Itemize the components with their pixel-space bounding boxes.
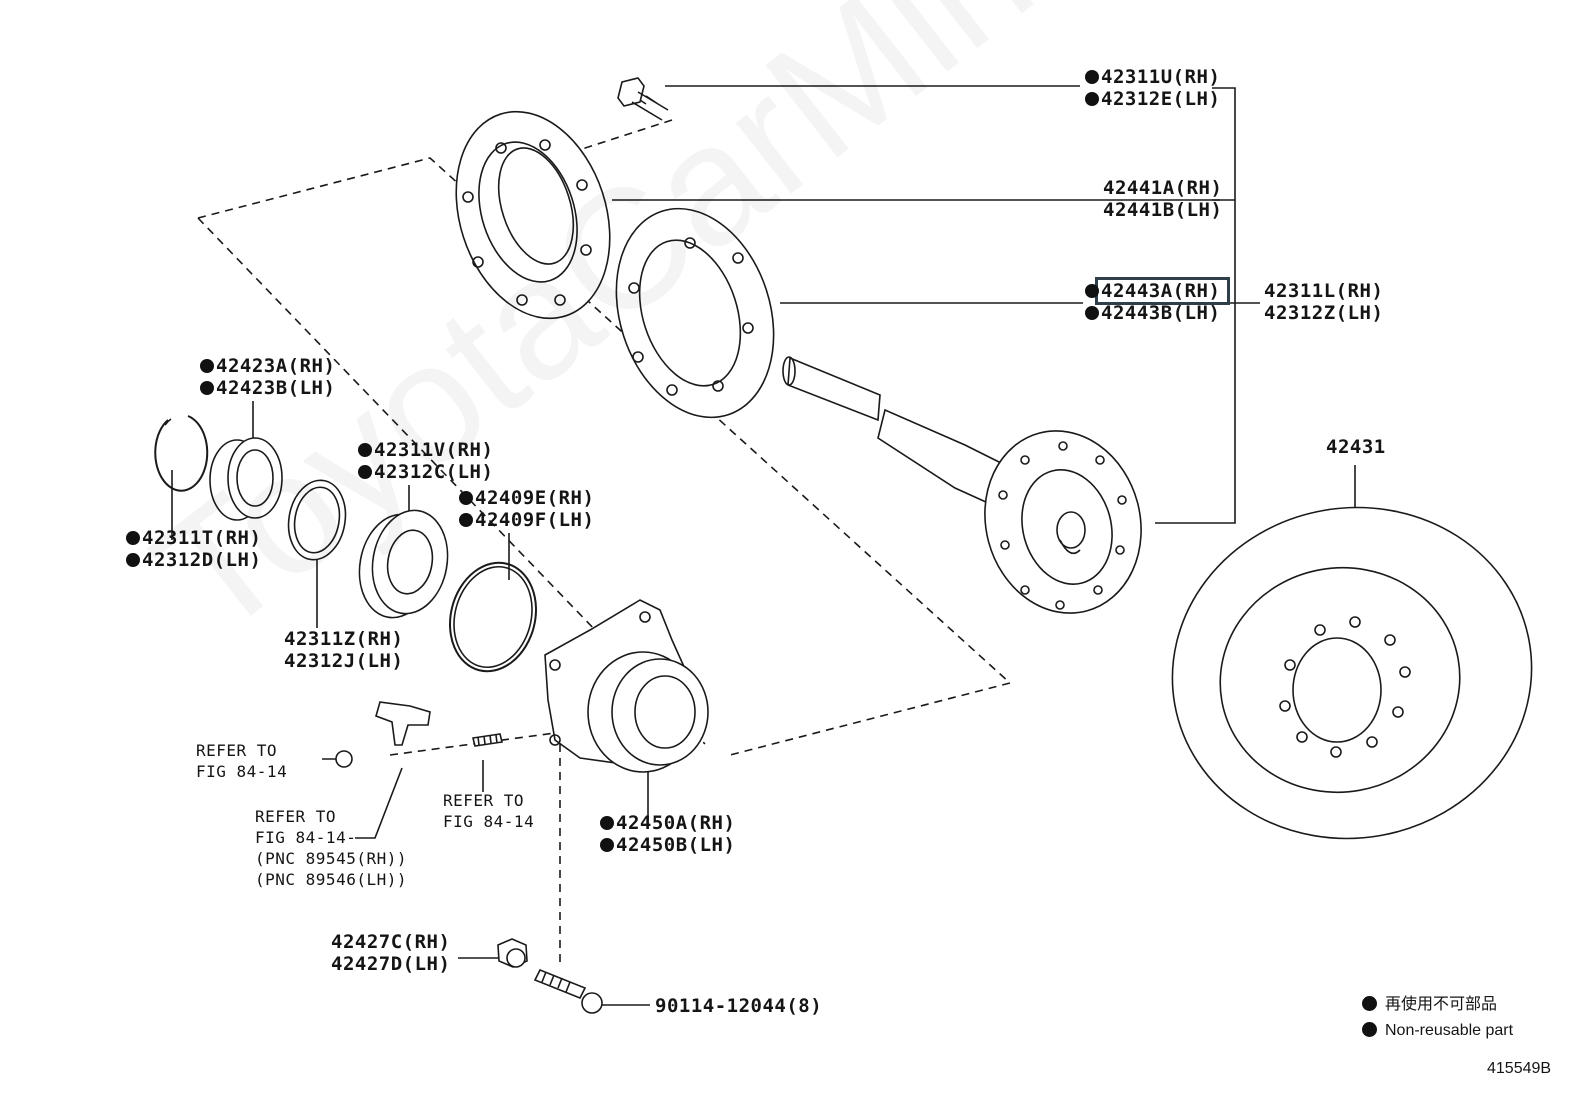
non-reusable-dot-icon: [600, 816, 614, 830]
lower-bolt-part: [533, 968, 603, 1014]
leader-lines: [171, 85, 1356, 1006]
legend-en: Non-reusable part: [1362, 1019, 1513, 1043]
assembly-outline-dashed: [197, 157, 1012, 756]
non-reusable-dot-icon: [200, 359, 214, 373]
non-reusable-dot-icon: [600, 838, 614, 852]
label-42312J-lh[interactable]: 42312J(LH): [284, 650, 404, 672]
label-42423B-lh[interactable]: 42423B(LH): [200, 377, 335, 399]
brake-disc-part: [1171, 506, 1533, 840]
label-42312E-lh[interactable]: 42312E(LH): [1085, 88, 1220, 110]
hub-bolt-part: [617, 77, 669, 121]
label-90114-12044[interactable]: 90114-12044(8): [655, 995, 823, 1017]
non-reusable-dot-icon: [1085, 92, 1099, 106]
label-42311L-rh[interactable]: 42311L(RH): [1264, 280, 1384, 302]
legend-jp: 再使用不可部品: [1362, 993, 1497, 1017]
label-42409F-lh[interactable]: 42409F(LH): [459, 509, 594, 531]
non-reusable-dot-icon: [126, 531, 140, 545]
spacer-ring-part: [287, 479, 347, 561]
axle-shaft-part: [782, 356, 1142, 614]
o-ring-part: [449, 561, 537, 673]
non-reusable-dot-icon: [459, 491, 473, 505]
refer-note-2[interactable]: REFER TO FIG 84-14: [443, 791, 535, 831]
label-42450A-rh[interactable]: 42450A(RH): [600, 812, 735, 834]
bearing-retainer-part: [455, 110, 611, 320]
label-42427D-lh[interactable]: 42427D(LH): [331, 953, 451, 975]
refer-note-3[interactable]: REFER TO FIG 84-14- (PNC 89545(RH)) (PNC…: [255, 807, 407, 889]
speed-sensor-part: [335, 701, 431, 768]
label-42427C-rh[interactable]: 42427C(RH): [331, 931, 451, 953]
label-42311T-rh[interactable]: 42311T(RH): [126, 527, 261, 549]
non-reusable-dot-icon: [459, 513, 473, 527]
label-42450B-lh[interactable]: 42450B(LH): [600, 834, 735, 856]
non-reusable-dot-icon: [200, 381, 214, 395]
filled-circle-icon: [1362, 1022, 1377, 1037]
label-42441B-lh[interactable]: 42441B(LH): [1103, 199, 1223, 221]
label-42423A-rh[interactable]: 42423A(RH): [200, 355, 335, 377]
non-reusable-dot-icon: [1085, 70, 1099, 84]
nut-part: [497, 938, 528, 968]
non-reusable-dot-icon: [1085, 306, 1099, 320]
gasket-part: [615, 207, 775, 419]
label-42312Z-lh[interactable]: 42312Z(LH): [1264, 302, 1384, 324]
refer-note-1[interactable]: REFER TO FIG 84-14: [196, 741, 288, 781]
non-reusable-dot-icon: [1085, 284, 1099, 298]
label-42311Z-rh[interactable]: 42311Z(RH): [284, 628, 404, 650]
oil-seal-part: [358, 509, 449, 619]
non-reusable-dot-icon: [126, 553, 140, 567]
non-reusable-dot-icon: [358, 443, 372, 457]
label-42312D-lh[interactable]: 42312D(LH): [126, 549, 261, 571]
stud-bolt-part: [472, 733, 503, 747]
label-42409E-rh[interactable]: 42409E(RH): [459, 487, 594, 509]
label-42441A-rh[interactable]: 42441A(RH): [1103, 177, 1223, 199]
filled-circle-icon: [1362, 996, 1377, 1011]
label-42311U-rh[interactable]: 42311U(RH): [1085, 66, 1220, 88]
label-42431[interactable]: 42431: [1326, 436, 1386, 458]
label-42443A-rh[interactable]: 42443A(RH): [1085, 280, 1220, 302]
label-42443B-lh[interactable]: 42443B(LH): [1085, 302, 1220, 324]
bearing-ring-part: [209, 437, 283, 521]
hub-bearing-part: [544, 599, 709, 773]
illustration-number: 415549B: [1487, 1060, 1552, 1077]
non-reusable-dot-icon: [358, 465, 372, 479]
label-42312C-lh[interactable]: 42312C(LH): [358, 461, 493, 483]
label-42311V-rh[interactable]: 42311V(RH): [358, 439, 493, 461]
snap-ring-part: [154, 415, 209, 492]
